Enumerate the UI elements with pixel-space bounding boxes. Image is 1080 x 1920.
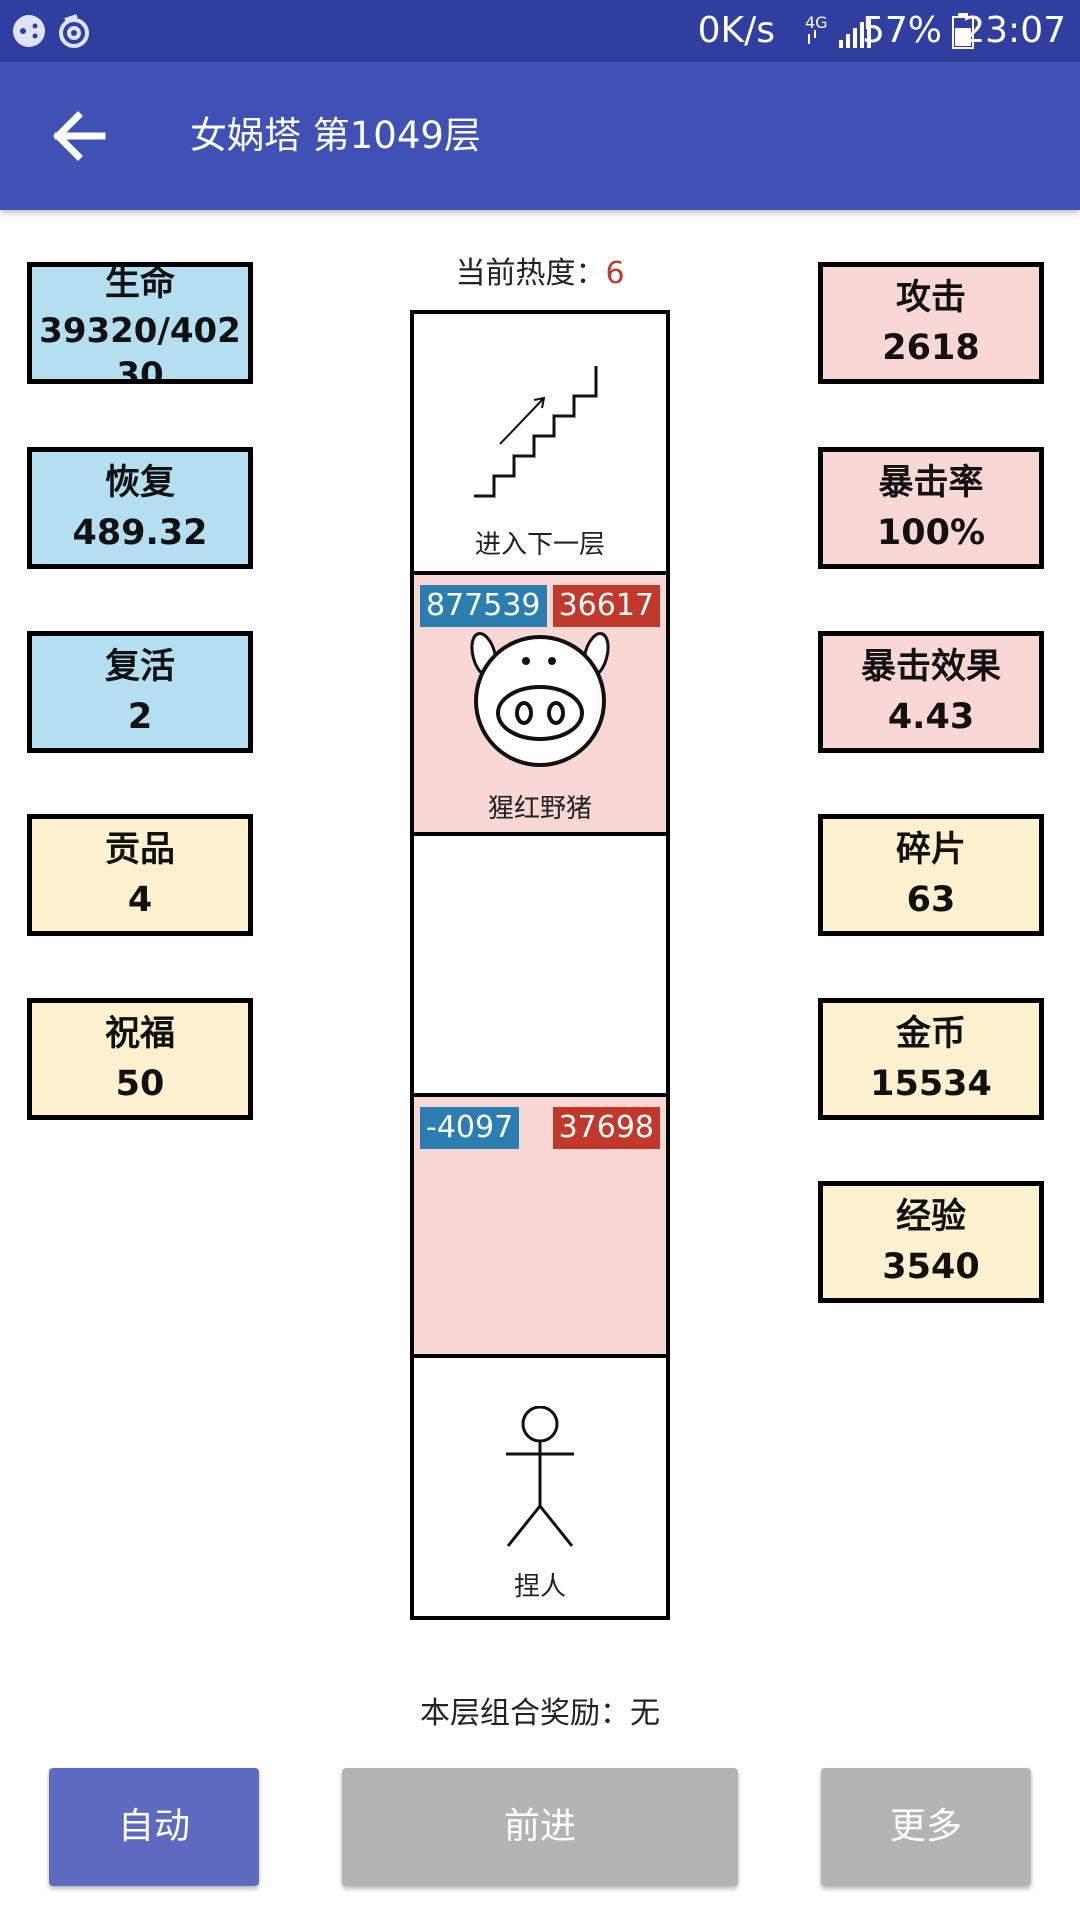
more-button[interactable]: 更多 <box>821 1768 1031 1886</box>
network-type: 4G <box>805 13 828 32</box>
stat-label: 贡品 <box>104 830 175 870</box>
tower-cell-monster[interactable]: 877539 36617 猩红野猪 <box>414 575 666 836</box>
tower-cell-stairs[interactable]: 进入下一层 <box>414 314 666 575</box>
stat-label: 暴击效果 <box>860 647 1001 687</box>
tower-cell-empty[interactable] <box>414 836 666 1097</box>
heat-indicator: 当前热度：6 <box>0 248 1080 292</box>
stat-label: 暴击率 <box>878 463 984 503</box>
network-speed: 0K/s <box>697 10 775 51</box>
stat-revive: 复活 2 <box>27 631 253 753</box>
stat-crit-effect: 暴击效果 4.43 <box>818 631 1044 753</box>
stat-value: 15534 <box>870 1064 992 1104</box>
monster-hp-badge: 877539 <box>420 585 547 627</box>
stat-offering: 贡品 4 <box>27 814 253 936</box>
boar-icon <box>470 632 610 767</box>
game-icon <box>13 15 45 47</box>
stat-fragments: 碎片 63 <box>818 814 1044 936</box>
stick-figure-icon <box>506 1406 574 1547</box>
stat-value: 489.32 <box>72 513 208 553</box>
battery-percent: 57% <box>861 10 942 51</box>
signal-icon: 4G <box>805 13 871 48</box>
status-bar: 0K/s 4G 57% 23:07 <box>0 0 1080 62</box>
monster-attack-badge: 36617 <box>552 585 660 627</box>
stat-label: 生命 <box>104 264 175 304</box>
combo-reward: 本层组合奖励：无 <box>420 1696 660 1731</box>
stat-value: 39320/40230 <box>39 311 241 384</box>
stat-value: 2618 <box>882 328 980 368</box>
clock: 23:07 <box>962 10 1066 51</box>
stat-label: 攻击 <box>895 278 966 318</box>
heat-value: 6 <box>605 256 625 291</box>
stat-experience: 经验 3540 <box>818 1181 1044 1303</box>
stat-crit-rate: 暴击率 100% <box>818 447 1044 569</box>
stat-value: 3540 <box>882 1247 980 1287</box>
sync-icon <box>59 14 89 48</box>
heat-label: 当前热度： <box>455 256 606 291</box>
stat-value: 4.43 <box>887 697 975 737</box>
stairs-icon <box>474 366 598 498</box>
stat-value: 2 <box>127 697 153 737</box>
stat-gold: 金币 15534 <box>818 998 1044 1120</box>
stat-life: 生命 39320/40230 <box>27 262 253 384</box>
monster-name: 猩红野猪 <box>487 794 592 824</box>
page-title: 女娲塔 第1049层 <box>190 114 481 157</box>
battery-icon <box>952 13 974 49</box>
stat-value: 100% <box>876 513 986 553</box>
app-bar: 女娲塔 第1049层 <box>0 62 1080 210</box>
stat-attack: 攻击 2618 <box>818 262 1044 384</box>
auto-button[interactable]: 自动 <box>49 1768 259 1886</box>
stat-value: 63 <box>906 880 956 920</box>
stat-label: 复活 <box>104 647 175 687</box>
stairs-caption: 进入下一层 <box>474 530 605 560</box>
stat-blessing: 祝福 50 <box>27 998 253 1120</box>
stat-label: 经验 <box>895 1197 966 1237</box>
stat-label: 碎片 <box>895 830 966 870</box>
damage-right-badge: 37698 <box>552 1107 660 1149</box>
stat-recovery: 恢复 489.32 <box>27 447 253 569</box>
forward-button[interactable]: 前进 <box>342 1768 738 1886</box>
stat-label: 恢复 <box>104 463 175 503</box>
stat-value: 4 <box>127 880 153 920</box>
arrow-left-icon[interactable] <box>50 110 106 162</box>
player-caption: 捏人 <box>513 1572 566 1602</box>
damage-left-badge: -4097 <box>420 1107 520 1149</box>
tower: 进入下一层 877539 36617 猩红野猪 -4097 37698 <box>410 310 670 1620</box>
tower-cell-damage[interactable]: -4097 37698 <box>414 1097 666 1358</box>
stat-value: 50 <box>115 1064 165 1104</box>
stat-label: 祝福 <box>104 1014 175 1054</box>
tower-cell-player[interactable]: 捏人 <box>414 1358 666 1616</box>
stat-label: 金币 <box>895 1014 966 1054</box>
